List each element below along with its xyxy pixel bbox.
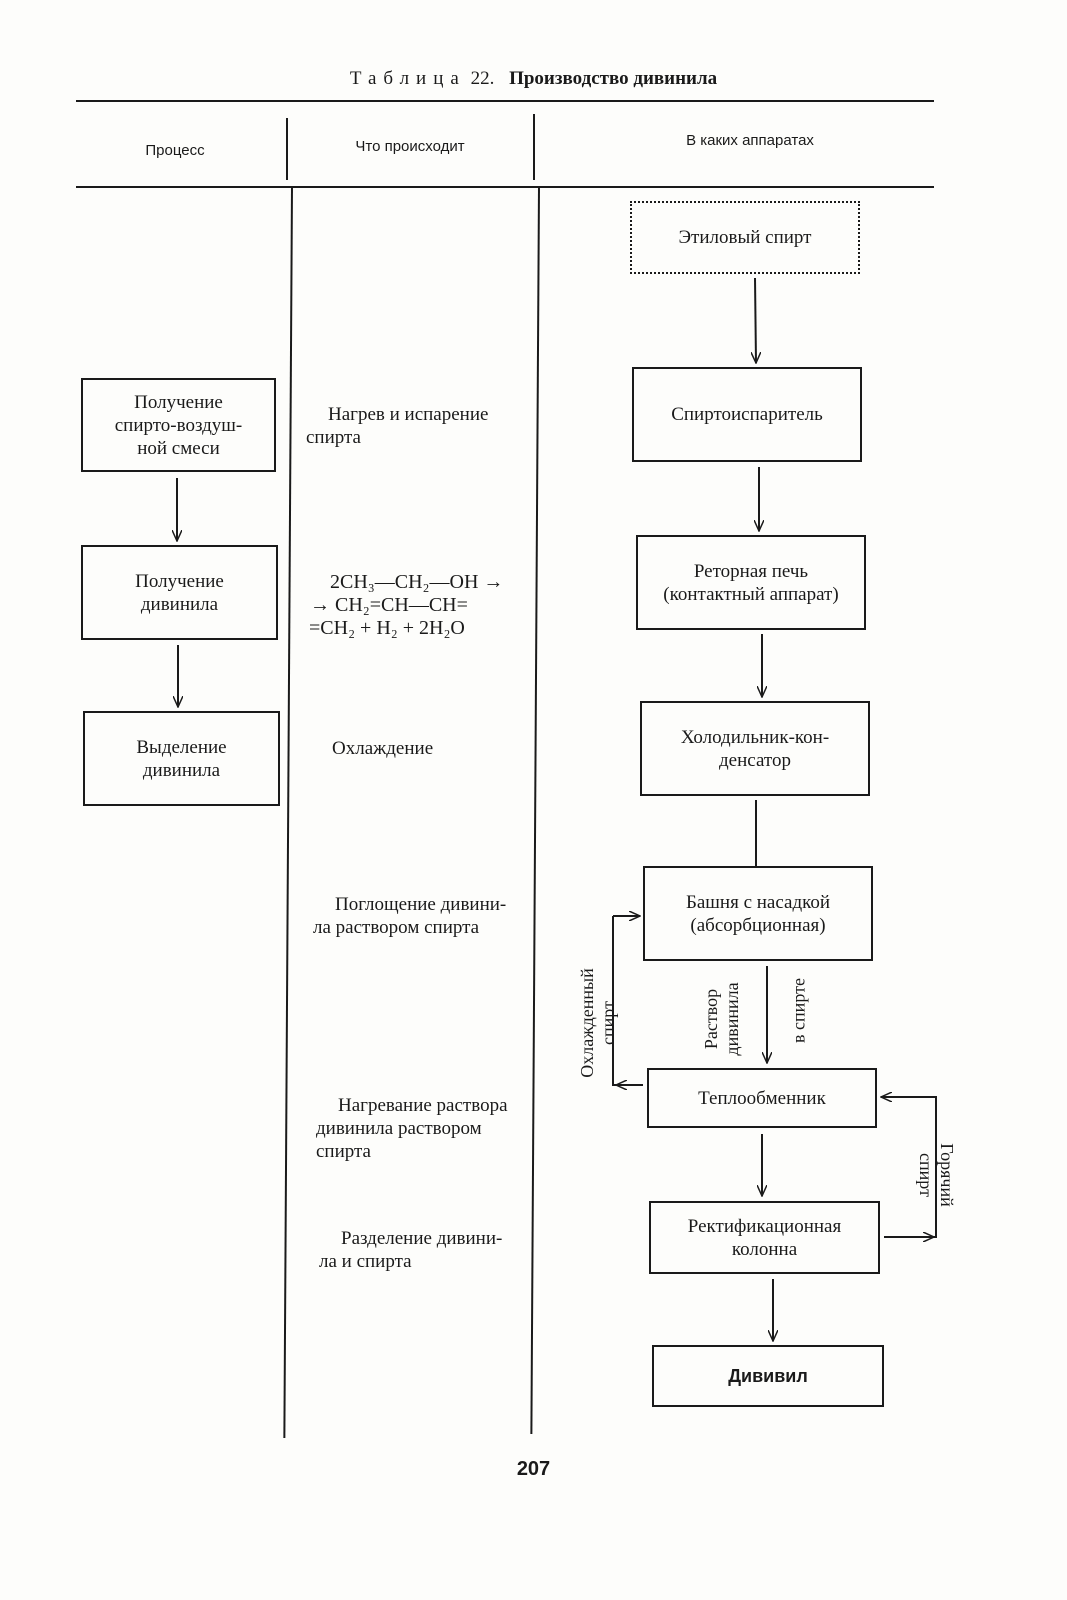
table-caption: Таблица 22. Производство дивинила [0,68,1067,90]
column-divider-1 [286,118,288,180]
header-what-happens: Что происходит [355,138,465,155]
column-divider-2 [533,114,535,180]
caption-label: Таблица [349,68,466,89]
box-rectification: Ректификационная колонна [649,1201,880,1274]
step-heating-solution: Нагревание раствора дивинила раствором с… [316,1095,508,1162]
step-heating: Нагрев и испарение спирта [306,404,489,448]
step-cooling: Охлаждение [332,738,434,759]
box-evaporator: Спиртоиспаритель [632,367,862,462]
box-tower: Башня с насадкой (абсорбционная) [643,866,873,961]
formula-line-2: → CH₂=CH—CH= [310,594,468,616]
box-retort: Реторная печь (контактный аппарат) [636,535,866,630]
arrow-ethyl-to-evaporator [755,277,756,363]
caption-number: 22. [470,68,495,89]
process-box-extraction: Выделение дивинила [83,711,280,806]
box-condenser: Холодильник-кон- денсатор [640,701,870,796]
header-process: Процесс [145,142,205,159]
header-apparatus: В каких аппаратах [686,132,814,149]
step-absorption: Поглощение дивини- ла раствором спирта [313,894,507,938]
caption-title: Производство дивинила [509,68,718,89]
page-number: 207 [516,1458,551,1480]
process-box-divinyl: Получение дивинила [81,545,278,640]
formula-line-1: 2CH₃—CH₂—OH → [330,571,504,593]
loop-hot-alcohol [884,1096,937,1238]
loop-cooled-alcohol [612,916,643,1086]
box-heat-exchanger: Теплообменник [647,1068,877,1128]
header-rule [76,186,934,188]
box-ethyl-alcohol: Этиловый спирт [630,201,860,274]
top-rule [76,100,934,102]
box-divinyl: Дививил [652,1345,884,1407]
formula-line-3: =CH₂ + H₂ + 2H₂O [309,617,465,639]
step-separation: Разделение дивини- ла и спирта [319,1228,503,1272]
process-box-mixture: Получение спирто-воздуш- ной смеси [81,378,276,472]
